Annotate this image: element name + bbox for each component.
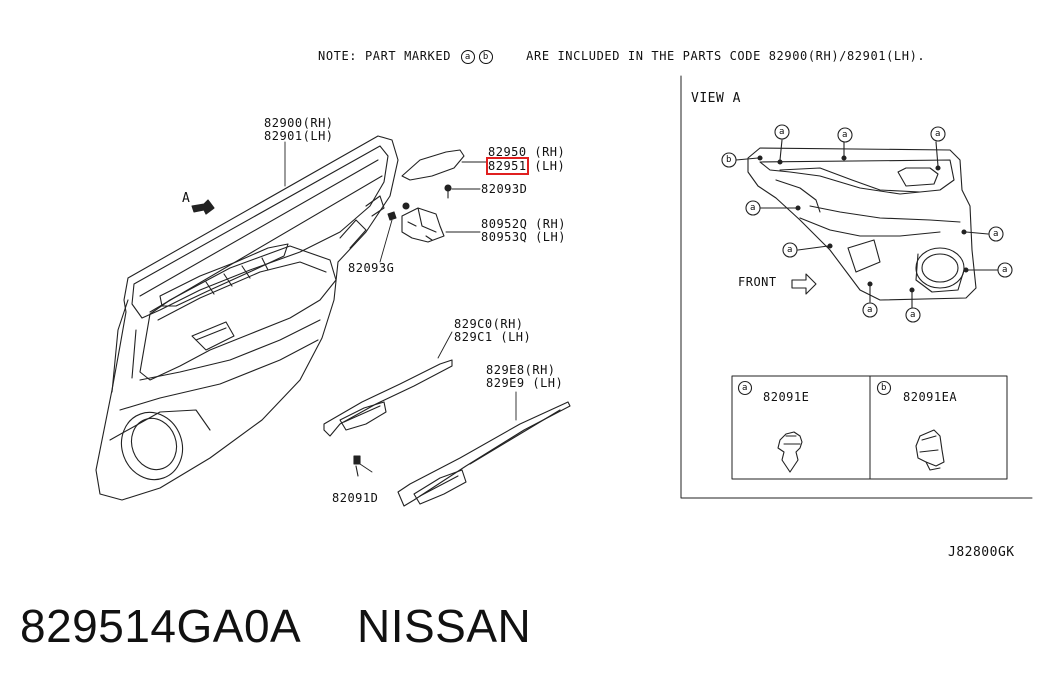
footer-brand: NISSAN — [357, 600, 532, 652]
callout-a: a — [935, 129, 941, 139]
label-82900: 82900(RH) — [264, 116, 334, 130]
table-mark-a: a — [742, 383, 748, 393]
view-a-panel — [735, 139, 999, 309]
fastener-code-82091ea: 82091EA — [903, 390, 958, 404]
label-82093d: 82093D — [481, 182, 528, 196]
mark-b-icon: b — [478, 49, 493, 64]
diagram-code: J82800GK — [948, 545, 1015, 560]
label-829c0: 829C0(RH) — [454, 317, 524, 331]
view-a-callouts — [721, 124, 1013, 323]
fastener-code-82091e: 82091E — [763, 390, 810, 404]
callout-b: b — [726, 155, 732, 165]
finisher-829e8 — [397, 401, 571, 507]
label-82901: 82901(LH) — [264, 129, 334, 143]
label-80953q: 80953Q (LH) — [481, 230, 566, 244]
view-a-title: VIEW A — [691, 91, 741, 106]
clip-82093g — [387, 211, 397, 221]
label-82950: 82950 (RH) — [488, 145, 566, 159]
finisher-829c0 — [323, 359, 453, 437]
label-829e9: 829E9 (LH) — [486, 376, 564, 390]
note-suffix: ARE INCLUDED IN THE PARTS CODE 82900(RH)… — [526, 49, 926, 63]
label-82093g: 82093G — [348, 261, 395, 275]
leader-lines — [284, 141, 517, 473]
highlighted-part-number: 82951 — [486, 157, 529, 175]
callout-a: a — [1002, 265, 1008, 275]
door-pad-part — [401, 149, 465, 181]
callout-a: a — [842, 130, 848, 140]
callout-a: a — [867, 305, 873, 315]
clip-82093d — [444, 184, 452, 199]
front-arrow-icon — [791, 273, 817, 295]
callout-a: a — [910, 310, 916, 320]
label-80952q: 80952Q (RH) — [481, 217, 566, 231]
label-82091d: 82091D — [332, 491, 379, 505]
front-label: FRONT — [738, 275, 777, 289]
mark-a-icon: a — [460, 49, 475, 64]
view-arrow — [191, 199, 215, 215]
clip-82091d — [353, 455, 361, 477]
footer-part-number: 829514GA0A — [20, 600, 302, 652]
door-trim-panel — [95, 135, 399, 501]
label-82951-side: (LH) — [534, 159, 566, 173]
note-prefix: NOTE: PART MARKED — [318, 49, 452, 63]
view-a-frame — [680, 75, 1033, 499]
callout-a: a — [787, 245, 793, 255]
fastener-table — [731, 375, 1008, 480]
label-82951: 82951 (LH) — [486, 157, 566, 175]
callout-a: a — [779, 127, 785, 137]
label-829e8: 829E8(RH) — [486, 363, 556, 377]
callout-a: a — [750, 203, 756, 213]
label-829c1: 829C1 (LH) — [454, 330, 532, 344]
bracket-part — [401, 202, 445, 243]
table-mark-b: b — [881, 383, 887, 393]
callout-a: a — [993, 229, 999, 239]
arrow-a-label: A — [182, 191, 191, 206]
